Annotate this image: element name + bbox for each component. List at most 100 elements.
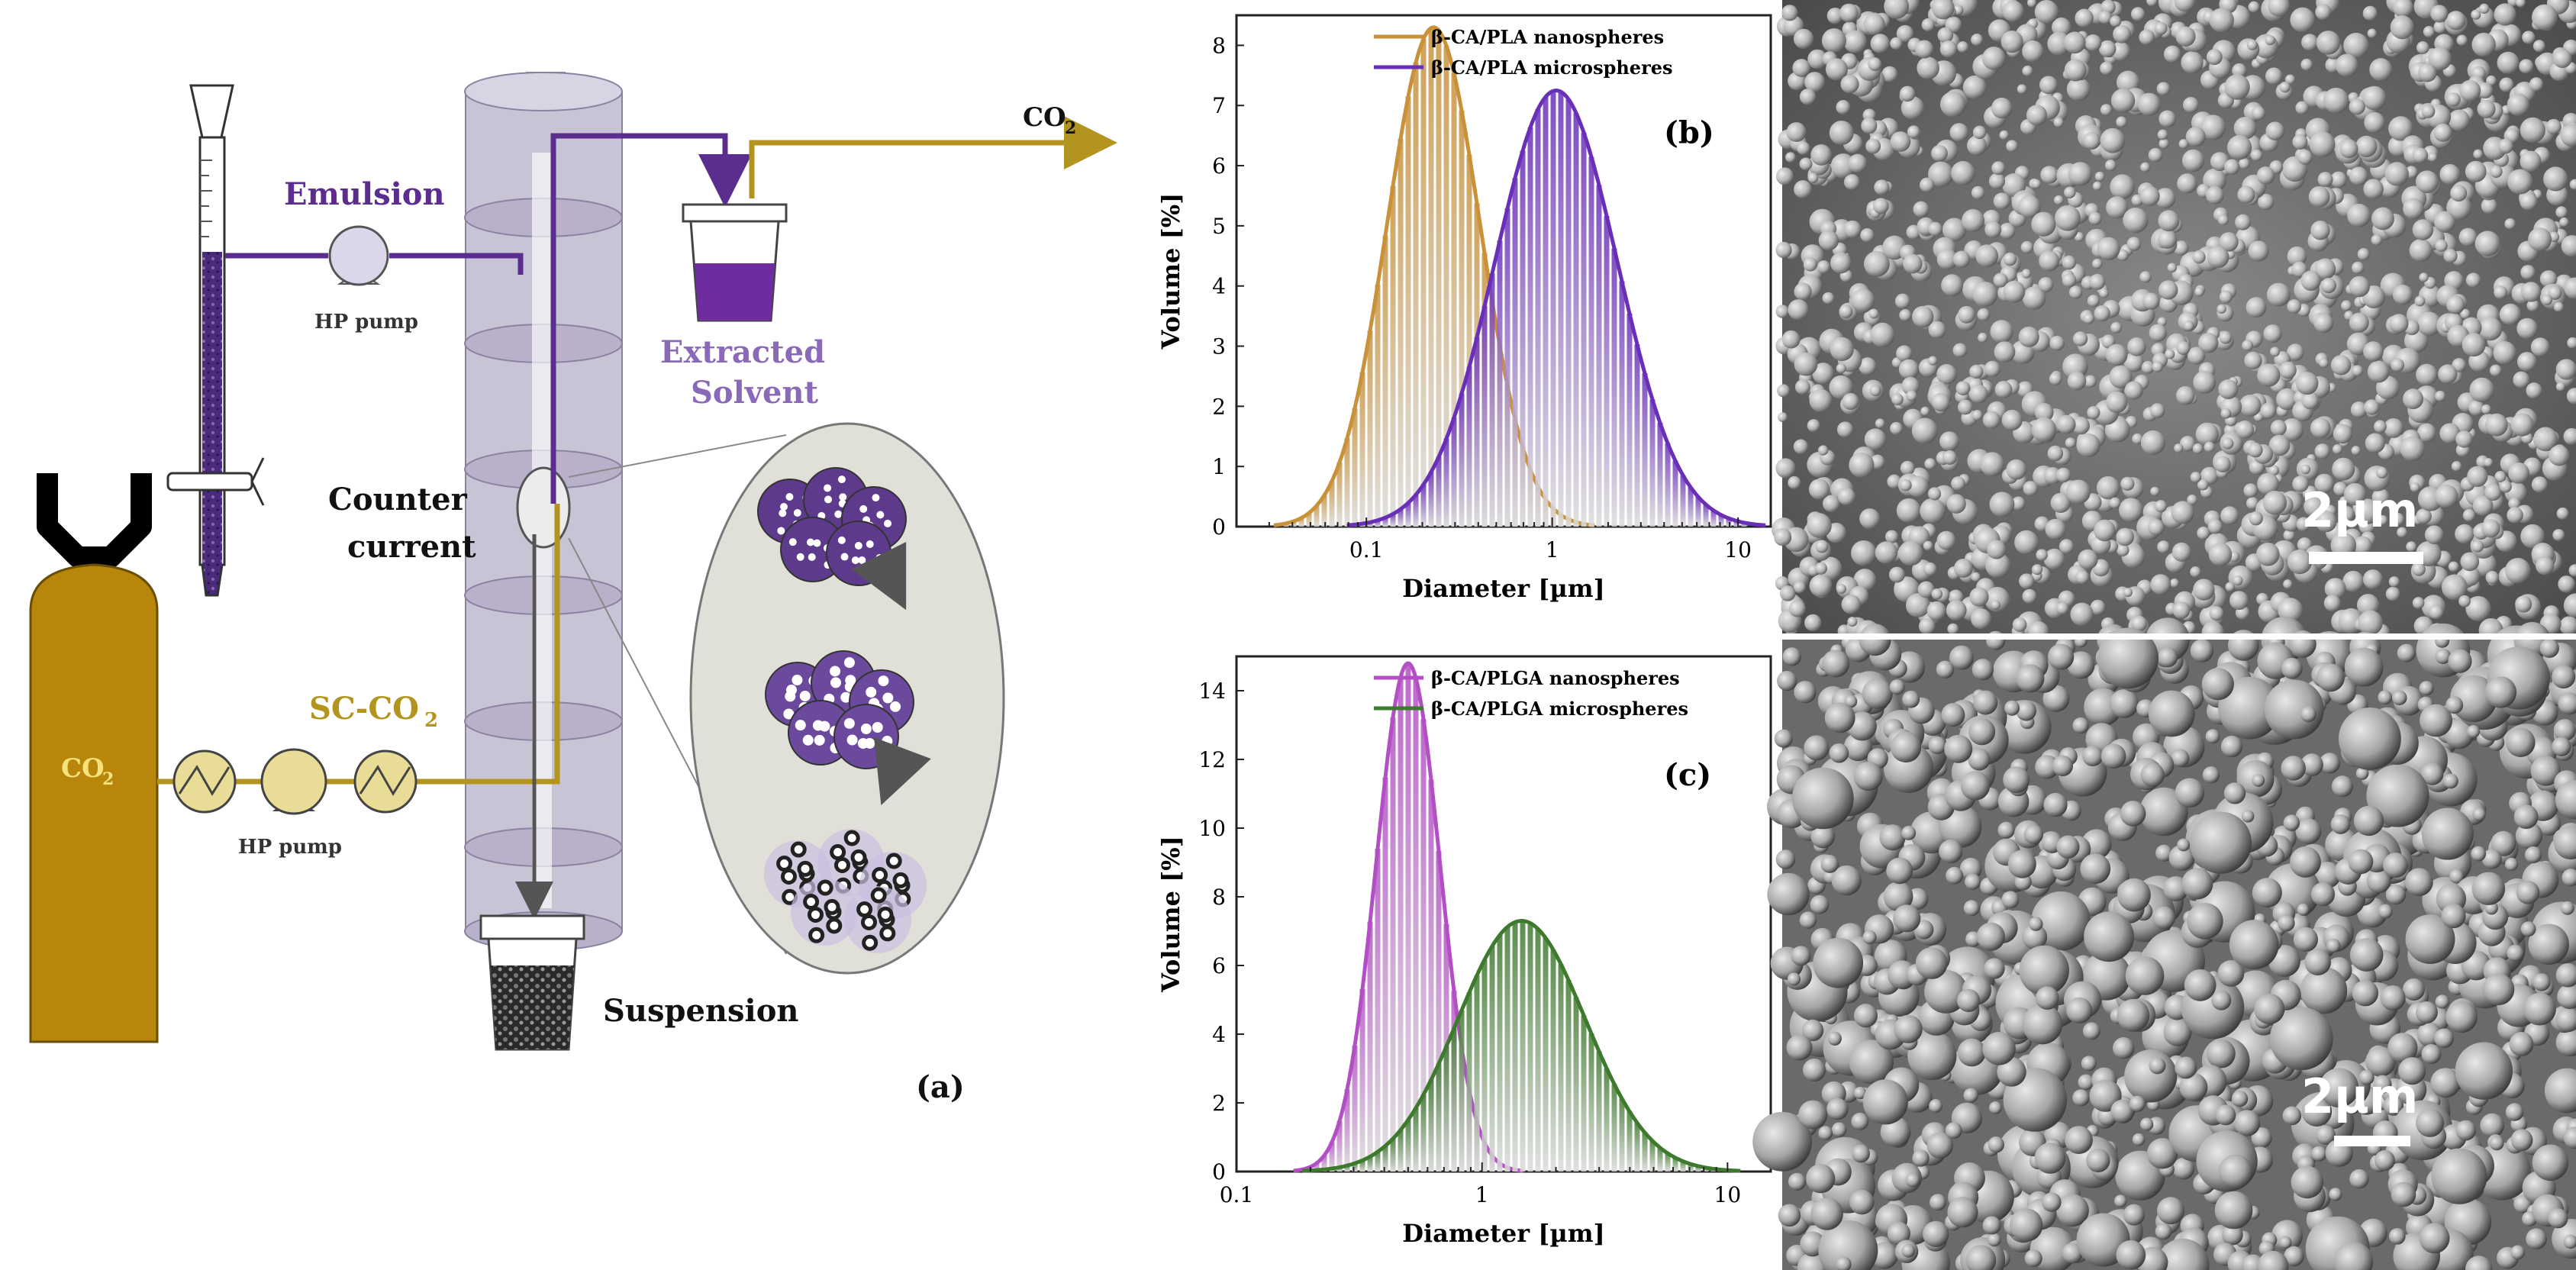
y-tick-label: 6 <box>1212 953 1226 978</box>
bar <box>1451 73 1457 527</box>
x-tick-label: 1 <box>1546 537 1559 562</box>
x-tick-label: 0.1 <box>1349 537 1384 562</box>
bar <box>1329 1142 1335 1172</box>
co2-cylinder-icon <box>29 473 159 1043</box>
bar <box>1527 923 1533 1172</box>
bar <box>1443 46 1449 527</box>
bar <box>1489 273 1495 527</box>
bar <box>1451 417 1457 527</box>
bar <box>1474 975 1480 1172</box>
bar <box>1535 929 1541 1172</box>
bar <box>1558 92 1564 527</box>
bar <box>1596 185 1602 527</box>
bar <box>1565 980 1572 1172</box>
bar <box>1375 284 1381 527</box>
scale-bar-bottom <box>2334 1136 2410 1146</box>
bar <box>1558 964 1564 1172</box>
bar <box>1390 717 1396 1172</box>
zoom-line-top <box>568 434 787 478</box>
bar <box>1634 344 1640 527</box>
bar <box>1398 509 1404 527</box>
panel-a-label: (a) <box>916 1069 965 1105</box>
bar <box>1520 920 1526 1172</box>
bar <box>1375 1152 1381 1172</box>
bar <box>1695 497 1701 527</box>
emulsion-line <box>225 133 752 504</box>
bar <box>1405 1120 1411 1172</box>
bar <box>1420 1094 1427 1172</box>
bar <box>1497 935 1503 1172</box>
bar <box>1619 1098 1625 1172</box>
bar <box>1352 1045 1358 1172</box>
bar <box>1321 495 1327 527</box>
bar <box>1382 1146 1388 1172</box>
bar <box>1390 185 1396 527</box>
bar <box>1688 487 1694 527</box>
bar <box>1512 922 1518 1172</box>
hp-pump-top-label: HP pump <box>314 311 418 334</box>
bar <box>1604 215 1610 527</box>
hp-pump-top-icon <box>328 225 389 286</box>
x-axis-label: Diameter [µm] <box>1402 1219 1605 1248</box>
particle-suspension-icon <box>764 829 927 953</box>
y-tick-label: 6 <box>1212 153 1226 179</box>
bar <box>1405 96 1411 527</box>
hp-pump-bottom-label: HP pump <box>238 836 342 859</box>
bar <box>1741 522 1747 527</box>
bar <box>1367 522 1373 527</box>
bar <box>1710 510 1717 527</box>
bar <box>1588 1033 1594 1172</box>
bar <box>1428 779 1434 1172</box>
scale-label-top: 2µm <box>2301 482 2418 538</box>
co2-out-label: CO <box>1023 102 1066 133</box>
bar <box>1649 399 1656 527</box>
bar <box>1428 1079 1434 1172</box>
series-line <box>1346 89 1766 527</box>
bar <box>1474 337 1480 527</box>
y-tick-label: 12 <box>1198 747 1226 772</box>
bar <box>1535 109 1541 527</box>
bar <box>1657 1147 1663 1172</box>
sem-image-bottom: 2µm <box>1752 617 2576 1270</box>
x-axis-label: Diameter [µm] <box>1402 574 1605 603</box>
bar <box>1481 959 1488 1172</box>
extraction-column <box>464 72 623 951</box>
bar <box>1543 937 1549 1172</box>
series-line <box>1302 918 1741 1173</box>
bar <box>1344 1165 1350 1172</box>
bar <box>1504 927 1510 1172</box>
bar <box>1382 235 1388 527</box>
bar <box>1520 150 1526 527</box>
heat-exchanger-icon <box>172 749 237 814</box>
plot-area <box>1235 14 1772 528</box>
y-axis-label: Volume [%] <box>1156 193 1185 350</box>
bar <box>1375 520 1381 527</box>
bar <box>1573 113 1579 527</box>
bar <box>1543 96 1549 527</box>
bar <box>1550 949 1556 1172</box>
bar <box>1428 472 1434 527</box>
bar <box>1352 1163 1358 1172</box>
y-tick-label: 0 <box>1212 514 1226 540</box>
bar <box>1390 1138 1396 1172</box>
bar <box>1481 305 1488 527</box>
bar <box>1512 178 1518 527</box>
bar <box>1443 1046 1449 1172</box>
bar <box>1627 1111 1633 1172</box>
series-line <box>1273 25 1595 527</box>
hp-pump-bottom-icon <box>260 748 327 815</box>
bar <box>1642 373 1648 527</box>
bar <box>1405 502 1411 527</box>
bar <box>1420 719 1427 1172</box>
y-tick-label: 2 <box>1212 394 1226 419</box>
droplet-magnification <box>689 422 1005 975</box>
plot-area <box>1235 655 1772 1173</box>
y-tick-label: 0 <box>1212 1159 1226 1185</box>
bar <box>1420 484 1427 527</box>
bar <box>1436 456 1442 527</box>
swelling-droplets-icon <box>765 650 914 769</box>
y-tick-label: 8 <box>1212 885 1226 910</box>
bar <box>1627 313 1633 527</box>
bar <box>1314 1163 1320 1172</box>
bar <box>1649 1140 1656 1172</box>
